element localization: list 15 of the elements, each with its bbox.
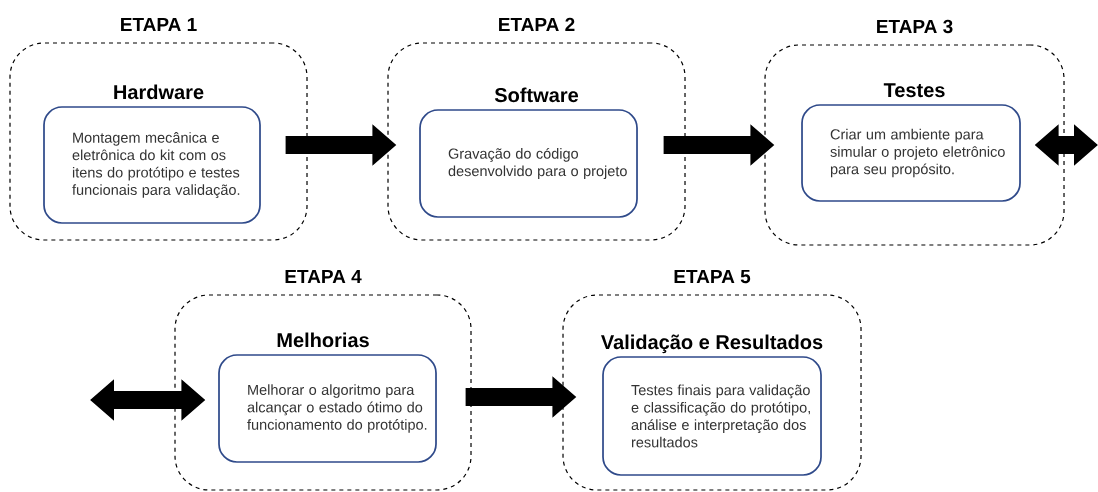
stage-heading: ETAPA 2 [499, 17, 575, 31]
stage-heading: ETAPA 3 [877, 19, 953, 34]
stage-title: Melhorias [277, 332, 369, 348]
description-box: Gravação do código desenvolvido para o projeto [419, 109, 638, 218]
description-box: Testes finais para validação e classificação do protótipo, análise e interpretação dos resultados [602, 356, 822, 476]
stage-title: Software [494, 87, 579, 103]
stage-heading: ETAPA 4 [285, 269, 362, 283]
description-box: Montagem mecânica e eletrônica do kit com os itens do protótipo e testes funcionais para validação. [43, 106, 261, 224]
stage-title: Hardware [114, 84, 204, 100]
stage-heading: ETAPA 5 [674, 269, 751, 284]
stage-heading: ETAPA 1 [121, 17, 197, 31]
description-box: Melhorar o algoritmo para alcançar o estado ótimo do funcionamento do protótipo. [218, 354, 437, 463]
stage-title: Testes [883, 83, 945, 98]
stage-title: Validação e Resultados [601, 334, 823, 354]
description-box: Criar um ambiente para simular o projeto eletrônico para seu propósito. [801, 104, 1021, 202]
